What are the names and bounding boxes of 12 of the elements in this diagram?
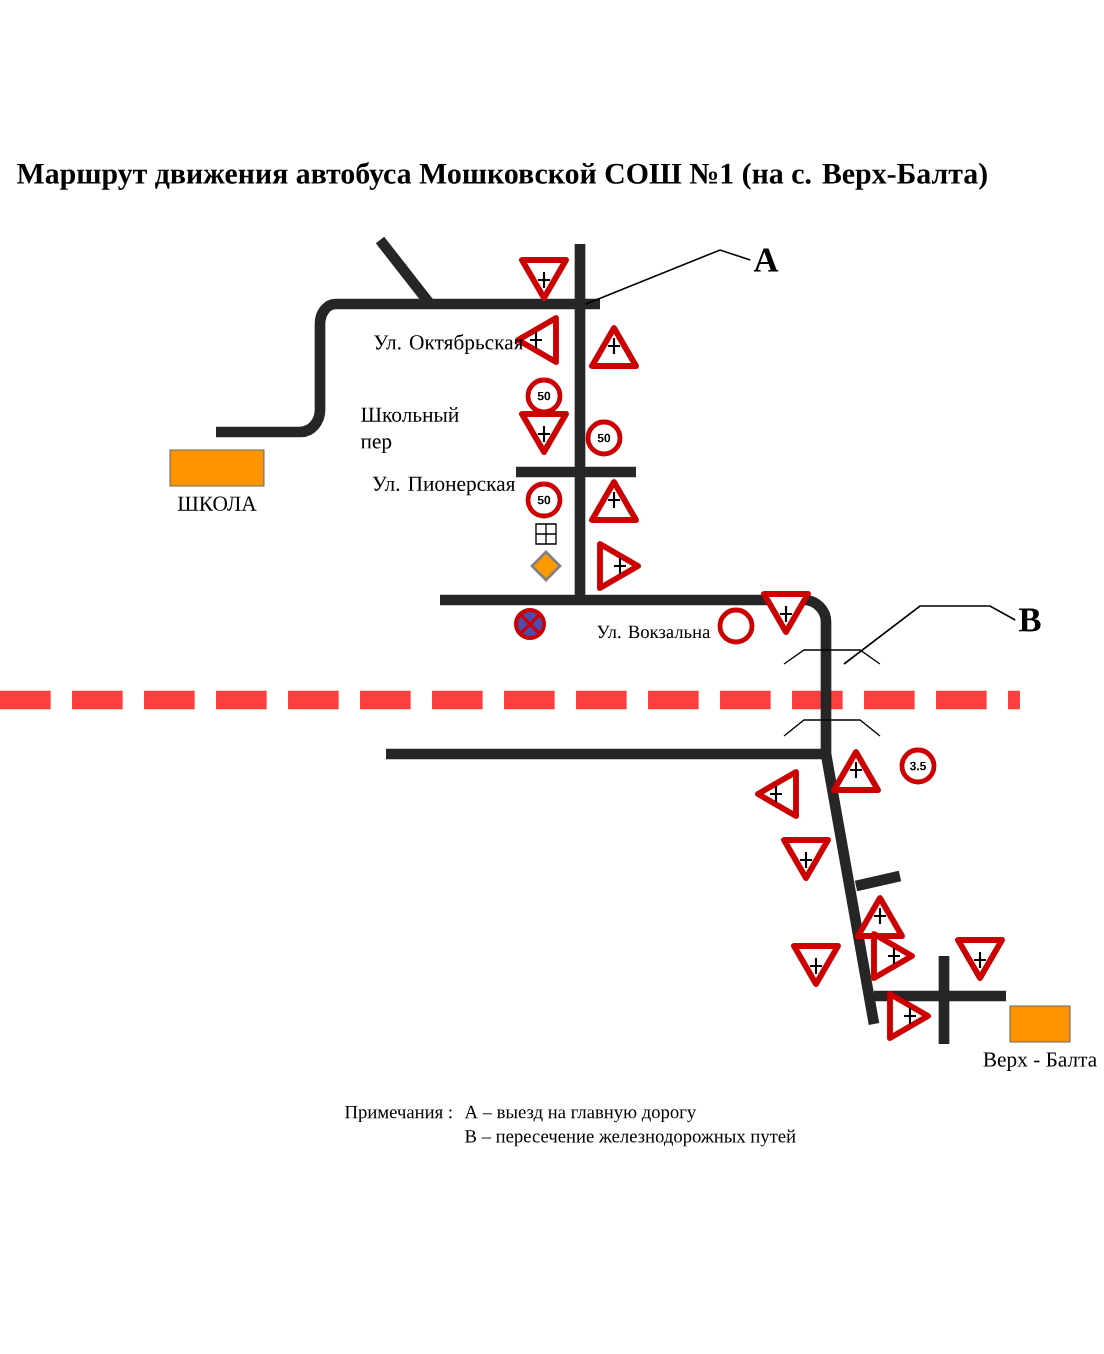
title: Маршрут движения автобуса Мошковской СОШ №1 (на с. Верх-Балта) <box>17 162 987 190</box>
note: Примечания : <box>345 1105 452 1123</box>
street-name: Ул. Пионерская <box>372 476 516 496</box>
street-name: Ул. Вокзальна <box>597 625 711 639</box>
leader-line <box>585 249 752 305</box>
note: А – выезд на главную дорогу <box>464 1105 697 1123</box>
street-name: Ул. Октябрьская <box>373 334 524 354</box>
note: В – пересечение железнодорожных путей <box>465 1129 796 1147</box>
street-name: Школьный пер <box>360 407 459 453</box>
leader-line <box>843 605 1017 665</box>
point-letter: B <box>1019 608 1041 632</box>
point-letter: A <box>753 248 779 272</box>
